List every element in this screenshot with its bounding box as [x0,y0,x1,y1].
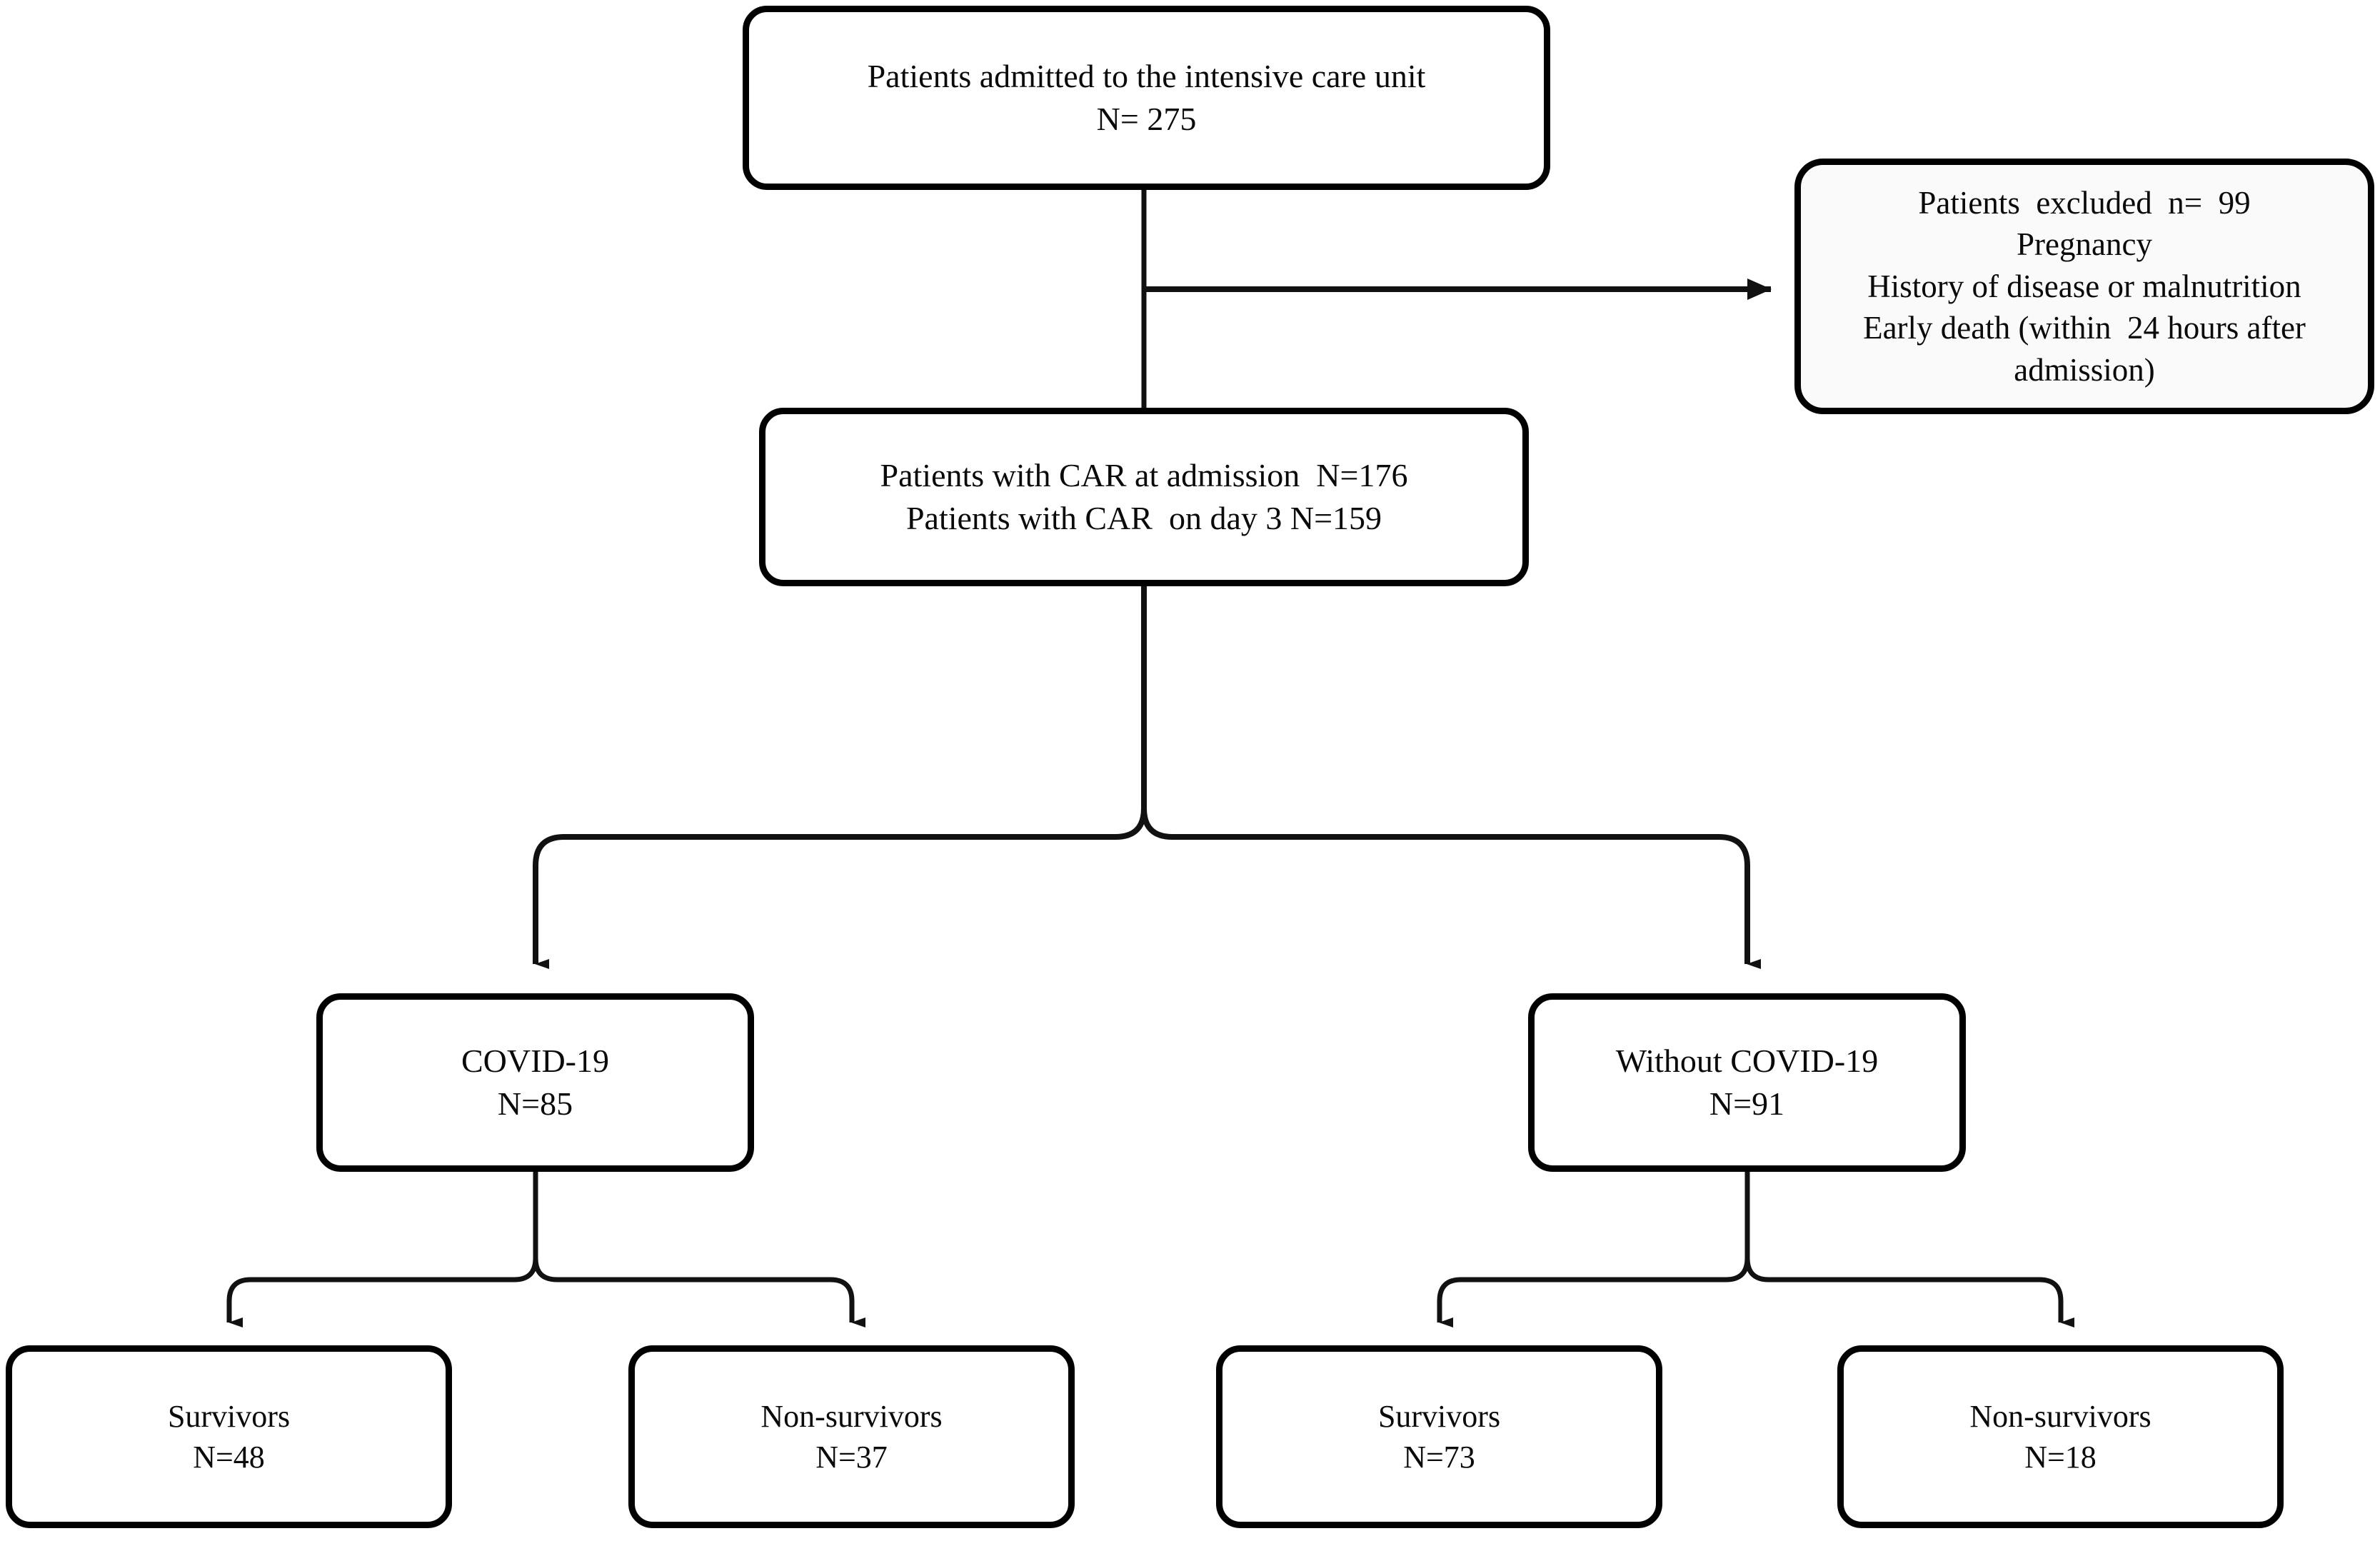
node-car-line-1: Patients with CAR at admission N=176 [880,457,1408,494]
node-surv-covid-line-2: N=48 [193,1440,265,1475]
node-covid-survivors: Survivors N=48 [6,1345,452,1528]
edge-covid-to-survivors [226,1172,538,1327]
edge-covid-to-nonsurvivors [533,1172,865,1327]
node-excluded-line-4: Early death (within 24 hours after [1863,310,2306,346]
node-excluded-line-2: Pregnancy [2017,226,2152,263]
node-nocovid-line-1: Without COVID-19 [1615,1043,1879,1080]
node-excluded-line-5: admission) [2014,351,2155,388]
node-without-covid19-group: Without COVID-19 N=91 [1528,993,1966,1172]
node-without-covid-non-survivors: Non-survivors N=18 [1837,1345,2284,1528]
node-surv-nocovid-line-2: N=73 [1403,1440,1475,1475]
node-covid19-group: COVID-19 N=85 [316,993,754,1172]
node-nocovid-line-2: N=91 [1709,1085,1785,1122]
node-nonsurv-nocovid-line-2: N=18 [2024,1440,2097,1475]
node-patients-with-car: Patients with CAR at admission N=176 Pat… [759,408,1529,586]
node-surv-nocovid-line-1: Survivors [1377,1398,1501,1434]
node-nonsurv-covid-line-1: Non-survivors [760,1398,943,1434]
node-surv-covid-line-1: Survivors [167,1398,291,1434]
node-admitted-line-2: N= 275 [1096,101,1197,137]
node-patients-excluded: Patients excluded n= 99 Pregnancy Histor… [1794,159,2374,414]
node-excluded-line-3: History of disease or malnutrition [1867,268,2301,304]
edge-nocovid-to-nonsurvivors [1744,1172,2074,1327]
node-car-line-2: Patients with CAR on day 3 N=159 [905,500,1382,536]
node-nonsurv-covid-line-2: N=37 [815,1440,888,1475]
node-covid-non-survivors: Non-survivors N=37 [628,1345,1075,1528]
node-covid-line-1: COVID-19 [461,1043,609,1080]
node-admitted-line-1: Patients admitted to the intensive care … [867,58,1426,95]
node-nonsurv-nocovid-line-1: Non-survivors [1969,1398,2151,1434]
node-covid-line-2: N=85 [497,1085,573,1122]
edge-car-to-nocovid [1141,586,1761,969]
node-patients-admitted: Patients admitted to the intensive care … [743,6,1550,190]
node-excluded-line-1: Patients excluded n= 99 [1918,184,2251,221]
edge-car-to-covid [533,586,1147,969]
node-without-covid-survivors: Survivors N=73 [1216,1345,1662,1528]
edge-nocovid-to-survivors [1437,1172,1750,1327]
